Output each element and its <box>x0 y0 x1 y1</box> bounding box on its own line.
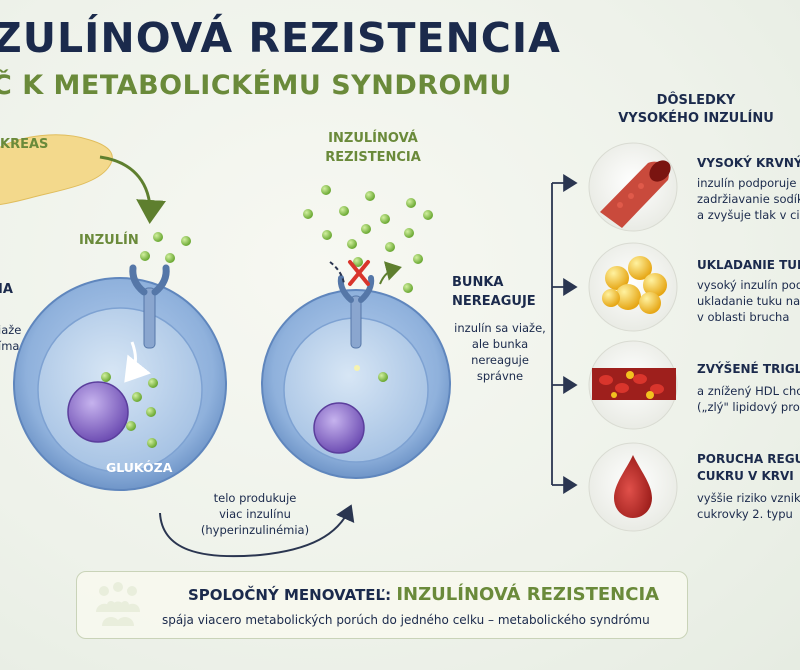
cell-not-responding-title-1: BUNKA <box>452 275 504 290</box>
page-title: ZULÍNOVÁ REZISTENCIA <box>0 14 561 62</box>
consequence-1-title: VYSOKÝ KRVNÝ <box>697 156 800 170</box>
fat-cells-icon <box>588 242 678 332</box>
left-cut-text-2: íma <box>0 339 20 353</box>
consequence-4-title-1: PORUCHA REGU <box>697 452 800 466</box>
insulin-dots-middle <box>303 185 433 293</box>
glucose-dots-left <box>101 372 158 448</box>
blood-drop-icon <box>588 442 678 532</box>
glucose-dots-middle <box>354 365 388 382</box>
summary-banner <box>76 571 688 639</box>
consequence-bracket <box>551 174 578 494</box>
pancreas-arrow <box>99 155 167 224</box>
glucose-label: GLUKÓZA <box>106 460 173 475</box>
consequence-1-text: inzulín podporuje zadržiavanie sodík a z… <box>697 176 800 222</box>
receptor-middle <box>337 275 375 349</box>
consequence-4-title-2: CUKRU V KRVI <box>697 469 794 483</box>
consequences-header-2: VYSOKÉHO INZULÍNU <box>618 111 774 126</box>
left-cut-label: IA <box>0 282 13 297</box>
consequence-3-text: a znížený HDL cho („zlý" lipidový prof <box>697 384 800 414</box>
artery-lipids-icon <box>588 340 678 430</box>
cell-not-responding-title-2: NEREAGUJE <box>452 294 536 309</box>
left-cut-text-1: iaže <box>0 323 22 337</box>
feedback-arrow <box>159 504 355 558</box>
consequences-header-1: DÔSLEDKY <box>656 93 736 108</box>
insulin-label: INZULÍN <box>79 233 139 248</box>
glucose-entry-arrow <box>124 341 151 383</box>
blocked-x-icon <box>348 260 370 286</box>
insulin-dots-left <box>140 232 191 263</box>
consequence-3-title: ZVÝŠENÉ TRIGLY <box>697 362 800 376</box>
banner-subtitle: spája viacero metabolických porúch do je… <box>162 613 650 627</box>
banner-title: SPOLOČNÝ MENOVATEĽ: INZULÍNOVÁ REZISTENC… <box>188 584 660 605</box>
cell-left <box>13 277 227 491</box>
consequence-2-text: vysoký inzulín pod ukladanie tuku na v o… <box>697 278 800 324</box>
blocked-arrow-left <box>329 261 345 285</box>
resistance-title-2: REZISTENCIA <box>325 150 421 165</box>
pancreas-icon <box>0 134 113 206</box>
consequence-4-text: vyššie riziko vznik cukrovky 2. typu <box>697 491 800 521</box>
page-subtitle: Č K METABOLICKÉMU SYNDROMU <box>0 70 512 101</box>
cell-middle <box>261 289 451 479</box>
blood-vessel-icon <box>588 142 678 232</box>
receptor-left <box>129 264 170 349</box>
blocked-arrow-right <box>379 261 402 285</box>
hyperinsulinemia-text: telo produkuje viac inzulínu (hyperinzul… <box>200 491 310 537</box>
consequence-2-title: UKLADANIE TUKU <box>697 258 800 272</box>
pancreas-label: KREAS <box>0 137 49 152</box>
cell-not-responding-text: inzulín sa viaže, ale bunka nereaguje sp… <box>454 321 546 383</box>
resistance-title-1: INZULÍNOVÁ <box>328 131 418 146</box>
